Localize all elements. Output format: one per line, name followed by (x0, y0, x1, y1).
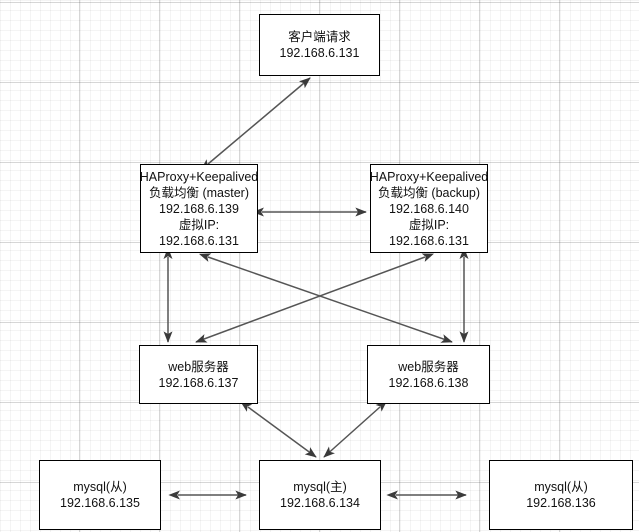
node-label-line: 192.168.6.138 (388, 375, 469, 390)
node-client-request[interactable]: 客户端请求 192.168.6.131 (259, 14, 380, 76)
edge-master-to-web2 (198, 253, 453, 343)
edge-web1-to-mysql-master (240, 401, 317, 458)
node-mysql-slave-135[interactable]: mysql(从) 192.168.6.135 (39, 460, 161, 530)
node-label-line: web服务器 (398, 359, 459, 374)
node-label-line: mysql(主) (293, 480, 347, 494)
node-label-line: 192.168.6.140 (389, 201, 469, 216)
node-label-line: HAProxy+Keepalived (139, 169, 259, 184)
edge-client-to-master (200, 77, 311, 171)
node-label-line: HAProxy+Keepalived (369, 169, 489, 184)
node-label-line: 192.168.6.135 (60, 496, 140, 510)
node-label-line: 192.168.6.131 (279, 46, 360, 60)
edge-backup-to-web1 (195, 253, 435, 343)
node-label-line: mysql(从) (534, 480, 588, 494)
node-label-line: 负载均衡 (backup) (377, 185, 481, 200)
node-label-line: 客户端请求 (288, 30, 351, 44)
node-label-line: 虚拟IP: (178, 217, 220, 232)
node-label-line: mysql(从) (73, 480, 127, 494)
node-label-line: 负载均衡 (master) (148, 185, 249, 200)
edge-web2-to-mysql-master (323, 400, 388, 458)
node-label-line: 192.168.6.131 (389, 233, 469, 248)
node-label-line: 192.168.6.134 (280, 496, 360, 510)
node-mysql-master-134[interactable]: mysql(主) 192.168.6.134 (259, 460, 381, 530)
node-label-line: 192.168.6.131 (159, 233, 239, 248)
node-label-line: 192.168.6.137 (158, 375, 239, 390)
node-label-line: web服务器 (168, 359, 229, 374)
node-mysql-slave-136[interactable]: mysql(从) 192.168.136 (489, 460, 633, 530)
node-label-line: 虚拟IP: (408, 217, 450, 232)
node-label-line: 192.168.6.139 (159, 201, 239, 216)
node-label-line: 192.168.136 (526, 496, 596, 510)
